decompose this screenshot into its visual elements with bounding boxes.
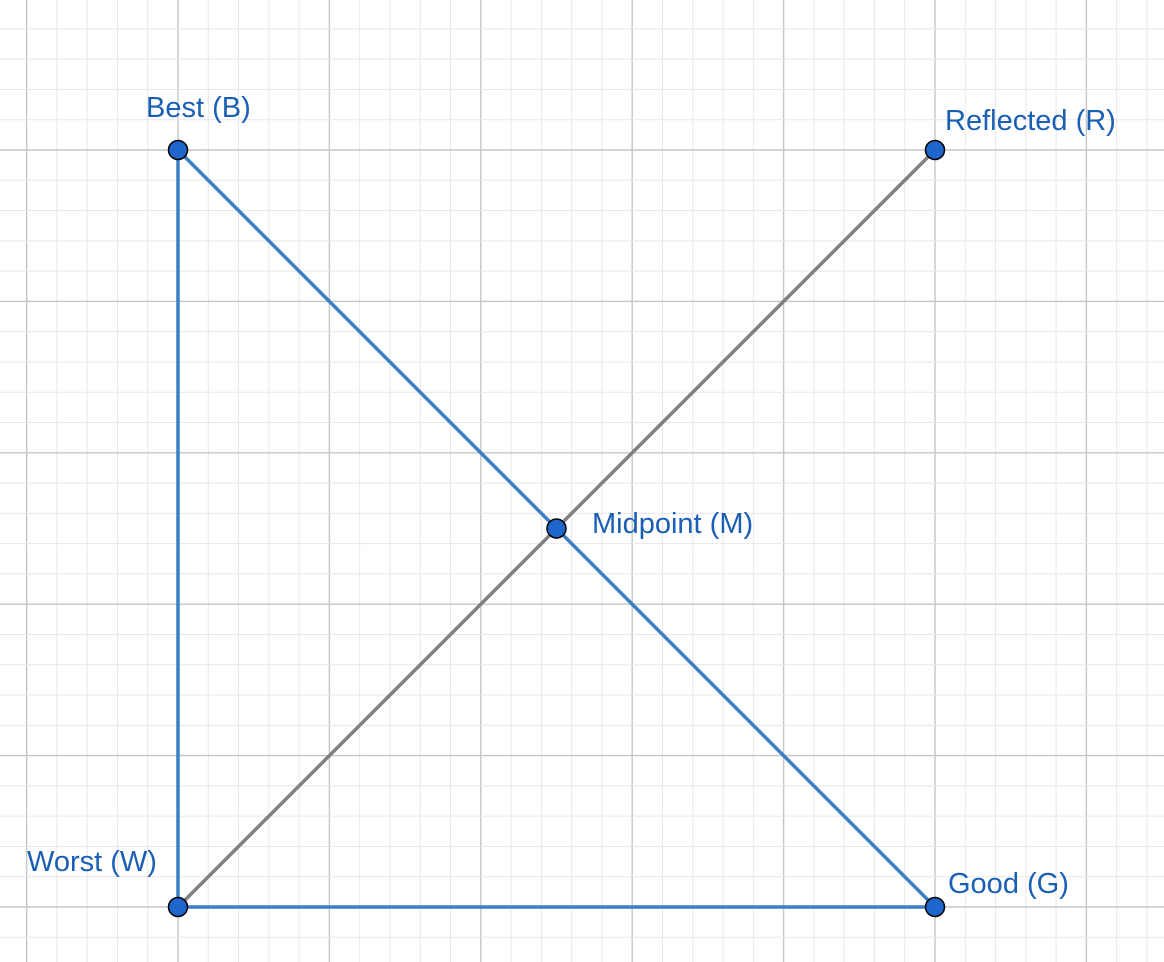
points [167, 139, 946, 918]
point-w[interactable] [167, 896, 189, 918]
point-r[interactable] [924, 139, 946, 161]
labels: Best (B) Worst (W) Good (G) Midpoint (M)… [27, 92, 1116, 900]
label-reflected: Reflected (R) [945, 105, 1116, 137]
label-good: Good (G) [948, 868, 1069, 900]
label-worst: Worst (W) [27, 846, 157, 878]
label-midpoint: Midpoint (M) [592, 508, 753, 540]
point-b[interactable] [167, 139, 189, 161]
label-best: Best (B) [146, 92, 251, 124]
point-m[interactable] [546, 518, 567, 539]
point-g[interactable] [924, 896, 946, 918]
